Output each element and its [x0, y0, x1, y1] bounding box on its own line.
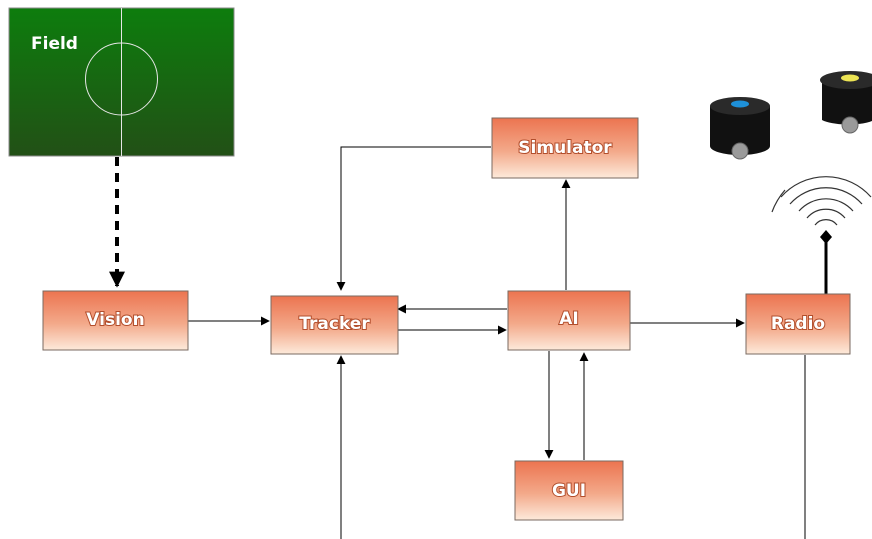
simulator-label: Simulator — [518, 138, 612, 158]
field-center-circle — [85, 42, 158, 116]
ai-box: AI — [507, 290, 631, 351]
ai-label: AI — [559, 309, 578, 329]
antenna-icon — [771, 176, 872, 294]
vision-label: Vision — [86, 310, 144, 330]
simulator-box: Simulator — [491, 117, 639, 179]
tracker-box: Tracker — [270, 295, 399, 355]
robot-blue-icon — [710, 97, 770, 160]
radio-label: Radio — [771, 314, 825, 334]
tracker-label: Tracker — [299, 314, 370, 334]
vision-box: Vision — [42, 290, 189, 351]
gui-label: GUI — [552, 481, 586, 501]
radio-box: Radio — [745, 293, 851, 355]
robot-yellow-icon — [820, 71, 872, 134]
edge-simulator-to-tracker — [336, 146, 491, 291]
gui-box: GUI — [514, 460, 624, 521]
field-label: Field — [31, 34, 78, 54]
field-panel: Field — [8, 7, 235, 157]
